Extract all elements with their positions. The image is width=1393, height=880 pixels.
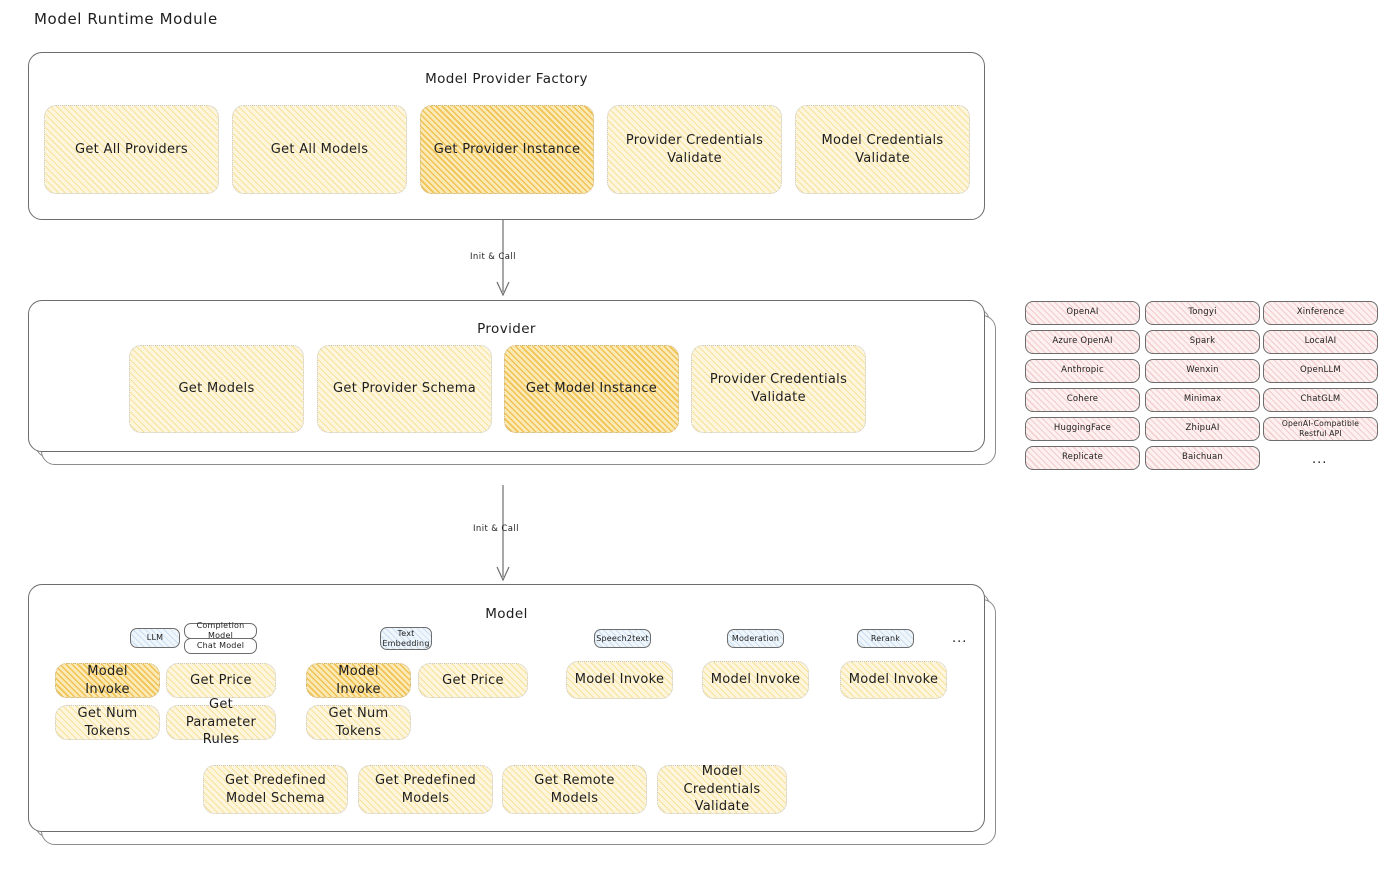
arrow-factory-to-provider bbox=[496, 220, 510, 297]
speech2text-method-model-invoke[interactable]: Model Invoke bbox=[566, 661, 673, 699]
provider-chip-spark[interactable]: Spark bbox=[1145, 330, 1260, 354]
provider-chip-tongyi[interactable]: Tongyi bbox=[1145, 301, 1260, 325]
provider-chip-wenxin[interactable]: Wenxin bbox=[1145, 359, 1260, 383]
rerank-method-model-invoke[interactable]: Model Invoke bbox=[840, 661, 947, 699]
provider-chip-anthropic[interactable]: Anthropic bbox=[1025, 359, 1140, 383]
llm-method-get-num-tokens[interactable]: Get Num Tokens bbox=[55, 705, 160, 740]
llm-method-get-parameter-rules[interactable]: Get Parameter Rules bbox=[166, 697, 276, 747]
provider-chip-openllm[interactable]: OpenLLM bbox=[1263, 359, 1378, 383]
moderation-method-model-invoke[interactable]: Model Invoke bbox=[702, 661, 809, 699]
provider-box-get-models[interactable]: Get Models bbox=[129, 345, 304, 433]
model-shared-method-model-credentials-validate[interactable]: Model Credentials Validate bbox=[657, 764, 787, 814]
text-embedding-method-model-invoke[interactable]: Model Invoke bbox=[306, 663, 411, 698]
provider-chip-replicate[interactable]: Replicate bbox=[1025, 446, 1140, 470]
model-types-more-ellipsis: ... bbox=[952, 631, 968, 646]
model-shared-method-get-remote-models[interactable]: Get Remote Models bbox=[502, 765, 647, 814]
provider-box-get-model-instance[interactable]: Get Model Instance bbox=[504, 345, 679, 433]
provider-chip-huggingface[interactable]: HuggingFace bbox=[1025, 417, 1140, 441]
factory-box-model-credentials-validate[interactable]: Model Credentials Validate bbox=[795, 105, 970, 194]
factory-title: Model Provider Factory bbox=[425, 71, 588, 87]
arrow-label-init-call-1: Init & Call bbox=[470, 252, 516, 262]
provider-box-provider-credentials-validate[interactable]: Provider Credentials Validate bbox=[691, 345, 866, 433]
model-title: Model bbox=[485, 606, 528, 622]
provider-list-more-ellipsis: ... bbox=[1312, 452, 1328, 467]
model-subtype-badge-completion-model[interactable]: Completion Model bbox=[184, 621, 257, 640]
provider-chip-openai[interactable]: OpenAI bbox=[1025, 301, 1140, 325]
factory-box-get-all-providers[interactable]: Get All Providers bbox=[44, 105, 219, 194]
factory-box-get-all-models[interactable]: Get All Models bbox=[232, 105, 407, 194]
provider-box-get-provider-schema[interactable]: Get Provider Schema bbox=[317, 345, 492, 433]
model-subtype-badge-chat-model[interactable]: Chat Model bbox=[184, 638, 257, 654]
provider-chip-cohere[interactable]: Cohere bbox=[1025, 388, 1140, 412]
model-type-badge-moderation[interactable]: Moderation bbox=[727, 629, 784, 648]
provider-chip-localai[interactable]: LocalAI bbox=[1263, 330, 1378, 354]
factory-box-provider-credentials-validate[interactable]: Provider Credentials Validate bbox=[607, 105, 782, 194]
model-type-badge-text-embedding[interactable]: Text Embedding bbox=[380, 627, 432, 650]
model-shared-method-get-predefined-models[interactable]: Get Predefined Models bbox=[358, 765, 493, 814]
provider-chip-minimax[interactable]: Minimax bbox=[1145, 388, 1260, 412]
page-title: Model Runtime Module bbox=[34, 10, 218, 28]
provider-chip-azure-openai[interactable]: Azure OpenAI bbox=[1025, 330, 1140, 354]
arrow-label-init-call-2: Init & Call bbox=[473, 524, 519, 534]
llm-method-get-price[interactable]: Get Price bbox=[166, 663, 276, 698]
text-embedding-method-get-price[interactable]: Get Price bbox=[418, 663, 528, 698]
provider-chip-baichuan[interactable]: Baichuan bbox=[1145, 446, 1260, 470]
llm-method-model-invoke[interactable]: Model Invoke bbox=[55, 663, 160, 698]
model-type-badge-speech2text[interactable]: Speech2text bbox=[594, 629, 651, 648]
provider-title: Provider bbox=[477, 321, 536, 337]
provider-chip-xinference[interactable]: Xinference bbox=[1263, 301, 1378, 325]
text-embedding-method-get-num-tokens[interactable]: Get Num Tokens bbox=[306, 705, 411, 740]
provider-chip-zhipuai[interactable]: ZhipuAI bbox=[1145, 417, 1260, 441]
arrow-provider-to-model bbox=[496, 485, 510, 582]
model-shared-method-get-predefined-model-schema[interactable]: Get Predefined Model Schema bbox=[203, 765, 348, 814]
factory-box-get-provider-instance[interactable]: Get Provider Instance bbox=[420, 105, 594, 194]
model-type-badge-rerank[interactable]: Rerank bbox=[857, 629, 914, 648]
model-type-badge-llm[interactable]: LLM bbox=[130, 628, 180, 648]
provider-chip-openai-compatible-restful-api[interactable]: OpenAI-Compatible Restful API bbox=[1263, 417, 1378, 441]
provider-chip-chatglm[interactable]: ChatGLM bbox=[1263, 388, 1378, 412]
